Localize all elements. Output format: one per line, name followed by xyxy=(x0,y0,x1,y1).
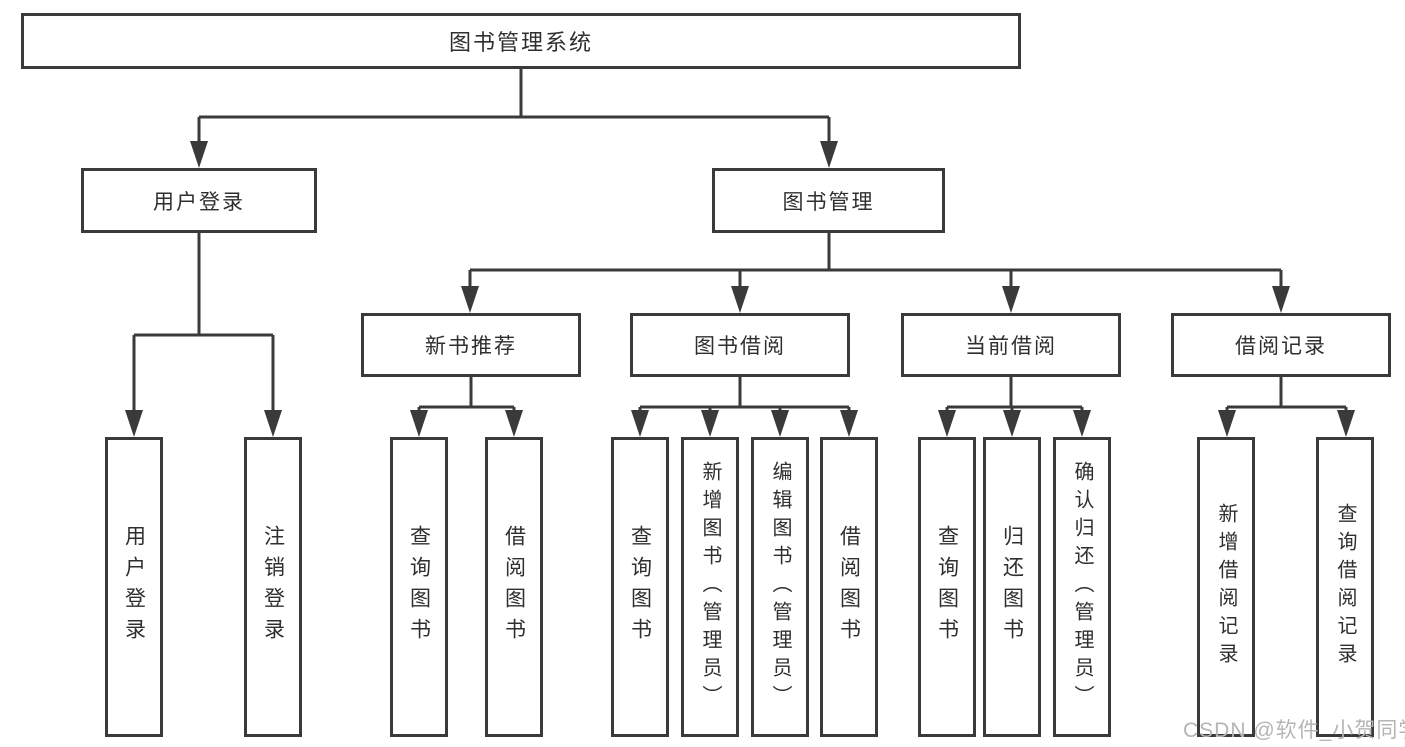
leaf-newbook-borrow: 借阅图书 xyxy=(485,437,543,737)
arrowhead-icon xyxy=(938,410,956,437)
leaf-user-login: 用户登录 xyxy=(105,437,163,737)
node-user-login: 用户登录 xyxy=(81,168,317,233)
leaf-newbook-query: 查询图书 xyxy=(390,437,448,737)
arrowhead-icon xyxy=(1337,410,1355,437)
arrowhead-icon xyxy=(410,410,428,437)
arrowhead-icon xyxy=(461,286,479,313)
arrowhead-icon xyxy=(1002,286,1020,313)
arrowhead-icon xyxy=(1003,410,1021,437)
node-book-management: 图书管理 xyxy=(712,168,945,233)
arrowhead-icon xyxy=(1272,286,1290,313)
leaf-borrow-query: 查询图书 xyxy=(611,437,669,737)
leaf-borrow-book: 借阅图书 xyxy=(820,437,878,737)
node-current-borrow: 当前借阅 xyxy=(901,313,1121,377)
node-new-book-recommend: 新书推荐 xyxy=(361,313,581,377)
arrowhead-icon xyxy=(631,410,649,437)
leaf-record-query: 查询借阅记录 xyxy=(1316,437,1374,737)
leaf-current-return: 归还图书 xyxy=(983,437,1041,737)
arrowhead-icon xyxy=(1218,410,1236,437)
arrowhead-icon xyxy=(264,410,282,437)
leaf-logout: 注销登录 xyxy=(244,437,302,737)
arrowhead-icon xyxy=(125,410,143,437)
node-book-borrow: 图书借阅 xyxy=(630,313,850,377)
arrowhead-icon xyxy=(190,141,208,168)
leaf-borrow-edit-admin: 编辑图书（管理员） xyxy=(751,437,809,737)
node-root-system: 图书管理系统 xyxy=(21,13,1021,69)
arrowhead-icon xyxy=(731,286,749,313)
arrowhead-icon xyxy=(840,410,858,437)
leaf-borrow-add-admin: 新增图书（管理员） xyxy=(681,437,739,737)
leaf-current-confirm-admin: 确认归还（管理员） xyxy=(1053,437,1111,737)
tree-edges xyxy=(132,68,1348,432)
arrowhead-icon xyxy=(820,141,838,168)
arrowhead-icon xyxy=(771,410,789,437)
leaf-record-add: 新增借阅记录 xyxy=(1197,437,1255,737)
arrowhead-icon xyxy=(1073,410,1091,437)
arrowhead-icon xyxy=(505,410,523,437)
arrowhead-icon xyxy=(701,410,719,437)
node-borrow-records: 借阅记录 xyxy=(1171,313,1391,377)
csdn-watermark: CSDN @软件_小贺同学 xyxy=(1183,719,1405,742)
leaf-current-query: 查询图书 xyxy=(918,437,976,737)
